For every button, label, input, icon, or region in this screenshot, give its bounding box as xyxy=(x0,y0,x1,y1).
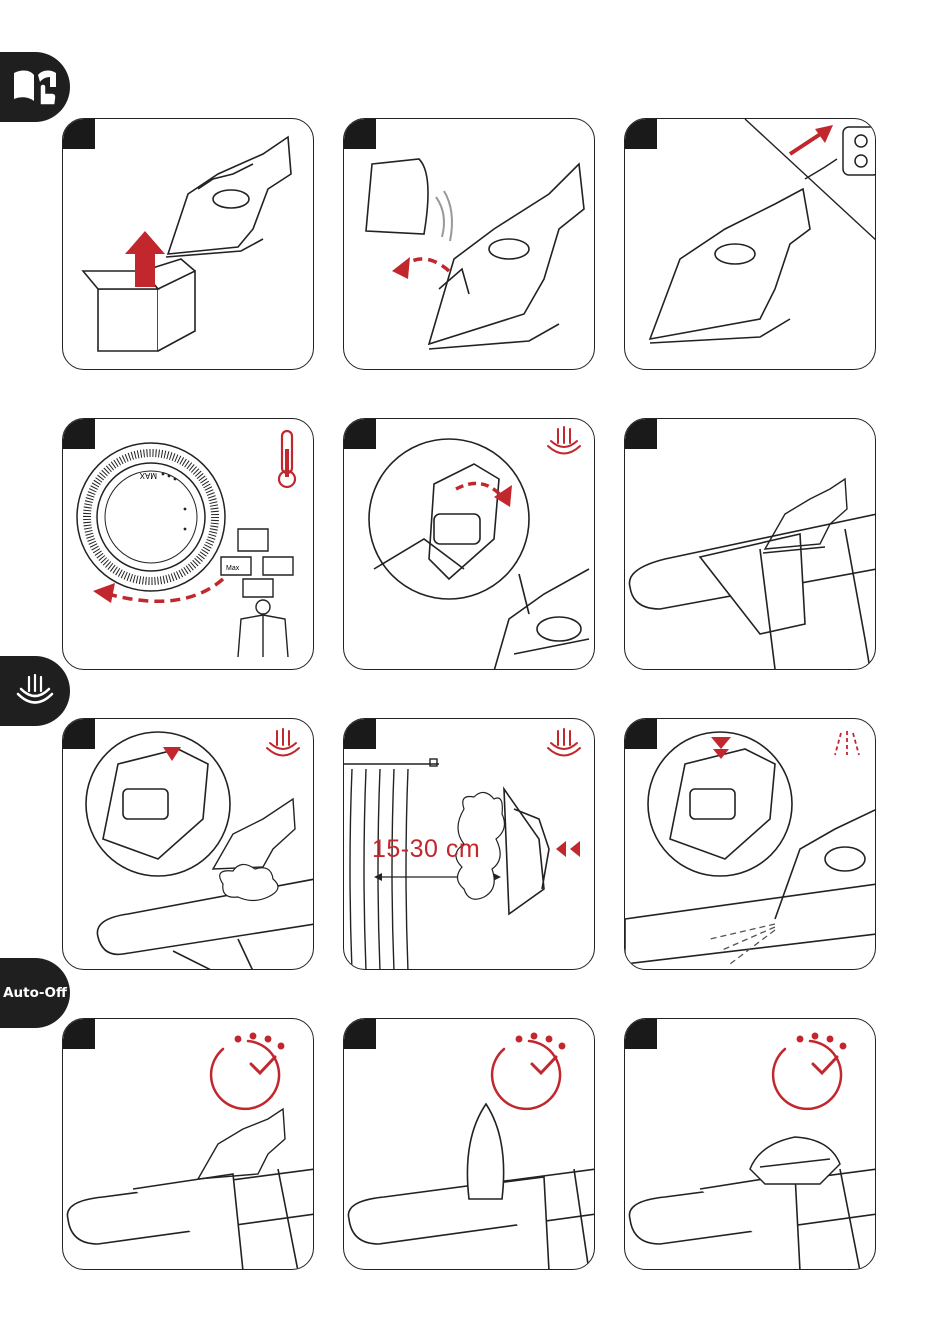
iron-drawing xyxy=(166,137,291,257)
step-3-plug-in-panel xyxy=(624,118,876,370)
plug-in-illustration xyxy=(625,119,876,370)
auto-off-horizontal-illustration xyxy=(63,1019,314,1270)
ironing-board-drawing xyxy=(629,514,876,669)
auto-off-vertical-illustration xyxy=(344,1019,595,1270)
auto-off-label: Auto-Off xyxy=(3,985,67,1001)
timer-icon xyxy=(492,1034,564,1109)
iron-drawing xyxy=(494,569,589,670)
thermostat-dial-drawing xyxy=(77,443,225,591)
thermometer-icon xyxy=(279,431,295,487)
spray-icon xyxy=(835,731,859,755)
ironing-board-illustration xyxy=(625,419,876,670)
socket-drawing xyxy=(843,127,876,175)
auto-off-side-illustration xyxy=(625,1019,876,1270)
ironing-board-drawing xyxy=(625,884,876,964)
press-arrow-icon xyxy=(163,747,181,761)
remove-cap-illustration xyxy=(344,119,595,370)
steam-icon xyxy=(548,729,580,756)
steam-control-illustration xyxy=(344,419,595,670)
iron-drawing xyxy=(750,1137,840,1184)
direction-arrows-icon xyxy=(556,841,580,857)
steam-cloud-drawing xyxy=(220,864,278,900)
ironing-board-drawing xyxy=(629,1169,876,1270)
iron-drawing xyxy=(213,799,295,869)
shirt-drawing xyxy=(238,600,288,657)
steam-icon xyxy=(15,673,55,709)
iron-drawing xyxy=(429,164,584,349)
ironing-board-drawing xyxy=(67,1169,314,1270)
water-drops-icon xyxy=(436,191,452,241)
timer-icon xyxy=(211,1034,283,1109)
iron-drawing xyxy=(650,189,810,343)
step-7-steam-boost-panel xyxy=(62,718,314,970)
dial-max-label: MAX xyxy=(139,471,157,480)
steam-icon xyxy=(548,427,580,454)
temperature-dial-illustration: MAX Max xyxy=(63,419,314,670)
dial-setting-max: Max xyxy=(226,565,240,572)
ironing-board-drawing xyxy=(97,879,314,970)
steam-boost-illustration xyxy=(63,719,314,970)
paper-sheet-drawing xyxy=(366,159,428,234)
manual-tab xyxy=(0,52,70,122)
step-10-auto-off-panel xyxy=(62,1018,314,1270)
auto-off-tab: Auto-Off xyxy=(0,958,70,1028)
book-hand-icon xyxy=(10,65,60,109)
steam-tab xyxy=(0,656,70,726)
steam-icon xyxy=(267,729,299,756)
iron-drawing xyxy=(467,1104,503,1199)
iron-drawing xyxy=(198,1109,285,1179)
curtain-drawing xyxy=(344,759,439,970)
spray-illustration xyxy=(625,719,876,970)
step-6-ironing-panel xyxy=(624,418,876,670)
timer-icon xyxy=(773,1034,845,1109)
step-8-vertical-steam-panel: 15-30 cm xyxy=(343,718,595,970)
dial-dots xyxy=(162,473,187,531)
magnified-circle xyxy=(86,732,230,876)
step-5-steam-control-panel xyxy=(343,418,595,670)
step-4-temperature-panel: MAX Max xyxy=(62,418,314,670)
distance-label: 15-30 cm xyxy=(372,835,480,864)
fabric-settings-drawing xyxy=(221,529,293,597)
unpack-illustration xyxy=(63,119,314,370)
step-11-auto-off-vertical-panel xyxy=(343,1018,595,1270)
magnified-circle xyxy=(369,439,529,614)
press-arrow-icon xyxy=(711,737,731,759)
step-2-remove-cap-panel xyxy=(343,118,595,370)
step-9-spray-panel xyxy=(624,718,876,970)
iron-drawing xyxy=(504,789,549,914)
step-1-unpack-panel xyxy=(62,118,314,370)
step-12-auto-off-side-panel xyxy=(624,1018,876,1270)
